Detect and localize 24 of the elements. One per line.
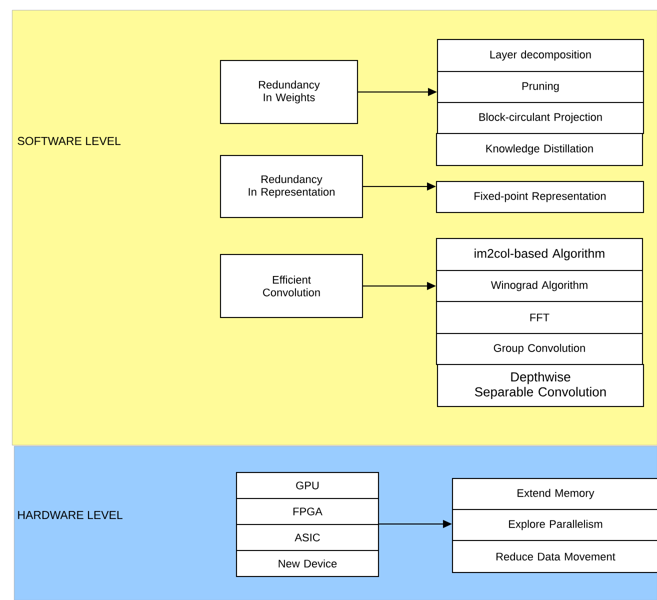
item-box: Extend Memory: [452, 478, 657, 510]
item-box: Explore Parallelism: [452, 508, 657, 541]
item-box: Layer decomposition: [437, 39, 644, 72]
item-box: ASIC: [236, 524, 379, 551]
item-box: FFT: [436, 301, 643, 334]
item-box: Block-circulant Projection: [437, 102, 644, 134]
item-box: GPU: [236, 472, 379, 499]
item-box: Reduce Data Movement: [452, 540, 657, 573]
item-box: New Device: [236, 550, 379, 577]
item-box: Winograd Algorithm: [436, 270, 643, 302]
category-box: Efficient Convolution: [220, 254, 363, 318]
level-label: HARDWARE LEVEL: [18, 511, 122, 519]
node-label: Reduce Data Movement: [496, 552, 616, 561]
level-label: SOFTWARE LEVEL: [18, 136, 121, 146]
item-box: FPGA: [236, 498, 379, 525]
node-label: Extend Memory: [518, 488, 594, 500]
category-box: Redundancy In Representation: [220, 155, 363, 218]
item-box: Pruning: [437, 71, 644, 103]
item-box: im2col-based Algorithm: [436, 238, 643, 271]
category-box: Redundancy In Weights: [220, 60, 358, 124]
item-box: Knowledge Distillation: [436, 133, 643, 166]
item-box: Fixed-point Representation: [436, 181, 644, 213]
item-box: Depthwise Separable Convolution: [437, 364, 644, 407]
item-box: Group Convolution: [436, 333, 643, 365]
